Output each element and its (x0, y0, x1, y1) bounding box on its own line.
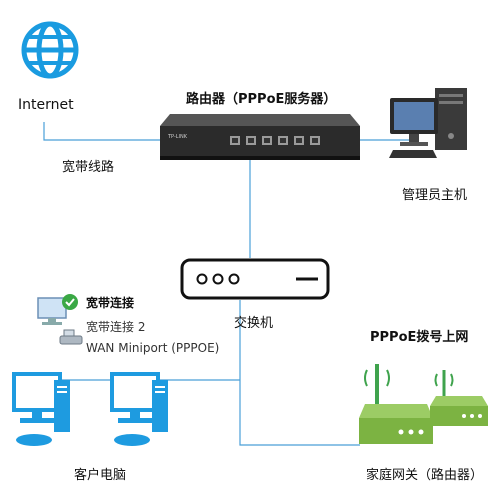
line-bus-right (239, 380, 360, 446)
network-connection-icon (37, 294, 78, 325)
internet-node (20, 20, 80, 120)
broadband-connection-icon (34, 292, 82, 332)
client-pcs-label: 客户电脑 (74, 468, 127, 483)
modem-icon (59, 329, 83, 345)
connection-adapter: WAN Miniport (PPPOE) (86, 341, 220, 355)
globe-icon (21, 21, 79, 79)
connection-title: 宽带连接 (86, 296, 135, 310)
router-label: 路由器（PPPoE服务器） (186, 92, 337, 107)
home-gateway-label: 家庭网关（路由器） (366, 468, 484, 483)
desktop-computer-icon (12, 372, 70, 446)
client-pc-1 (12, 372, 72, 452)
svg-text:TP-LINK: TP-LINK (167, 134, 188, 140)
line-internet-router (43, 122, 178, 141)
switch-label: 交换机 (234, 316, 274, 331)
connection-subtitle: 宽带连接 2 (86, 320, 146, 334)
connection-icon-small (58, 328, 84, 348)
client-pc-2 (110, 372, 170, 452)
admin-host-computer (385, 80, 475, 170)
desktop-computer-icon (389, 88, 467, 158)
internet-label: Internet (18, 97, 74, 113)
pppoe-caption: PPPoE拨号上网 (370, 330, 469, 345)
home-gateway-2 (428, 366, 490, 430)
home-gateway-1 (355, 360, 435, 450)
wifi-router-icon (359, 364, 433, 444)
desktop-computer-icon (110, 372, 168, 446)
admin-host-label: 管理员主机 (402, 188, 468, 203)
router-device: TP-LINK (160, 112, 360, 162)
broadband-line-label: 宽带线路 (62, 160, 115, 175)
wifi-router-icon (430, 370, 488, 426)
switch-device (180, 258, 330, 300)
